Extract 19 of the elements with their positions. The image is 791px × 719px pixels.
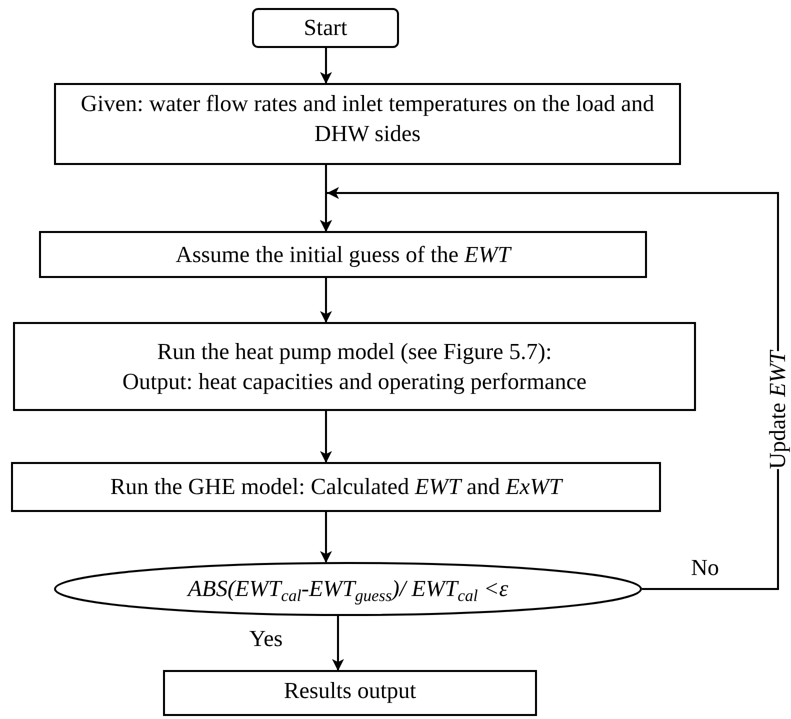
- step-text: Results output: [284, 677, 416, 705]
- step-text: Given: water flow rates and inlet temperatures on the load and DHW sides: [80, 90, 656, 148]
- process-box: [39, 231, 647, 278]
- terminal-box: [252, 8, 399, 48]
- process-box: [11, 462, 661, 512]
- arrow: [320, 411, 332, 463]
- process-box: [13, 322, 696, 411]
- step-text: Assume the initial guess of the EWT: [176, 240, 510, 269]
- arrow: [320, 512, 332, 563]
- condition-text: ABS(EWT$_{cal}$-EWT$_{guess}$)/ EWT$_{cal}$ <ε: [188, 575, 508, 604]
- arrow: [320, 48, 332, 84]
- step-text: Start: [304, 14, 348, 42]
- process-box: [163, 670, 537, 716]
- process-box: [54, 83, 681, 165]
- step-text: Output: heat capacities and operating performance: [122, 368, 587, 396]
- step-text: Run the GHE model: Calculated EWT and ExWT: [110, 473, 562, 502]
- arrow: [320, 278, 332, 323]
- arrow: [332, 616, 344, 671]
- step-text: Run the heat pump model (see Figure 5.7):: [157, 338, 552, 366]
